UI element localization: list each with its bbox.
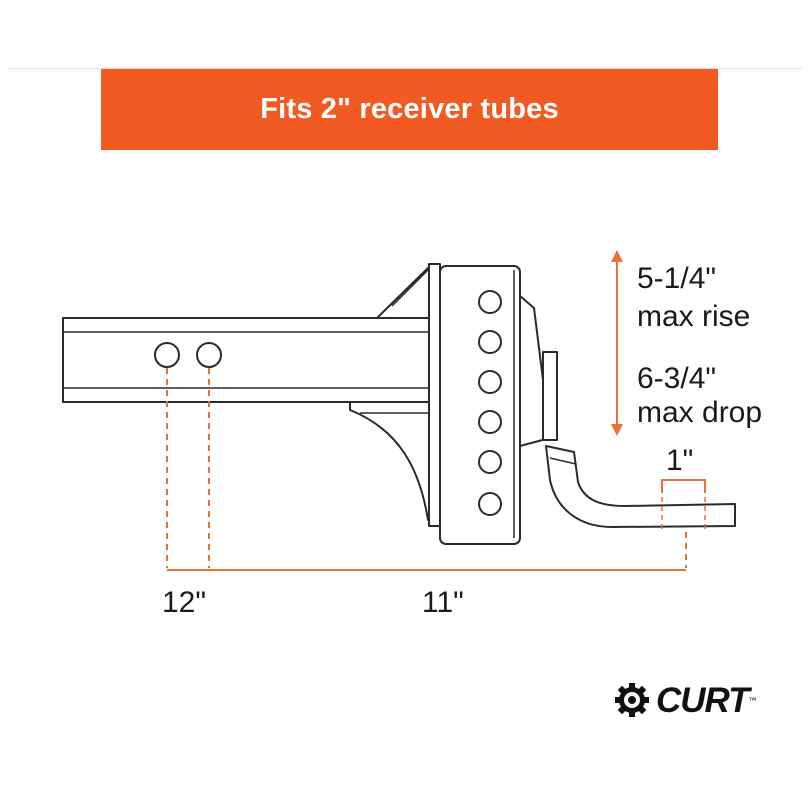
brand-logo: CURT ™ (614, 682, 757, 718)
adjust-hole (478, 370, 502, 394)
drop-value: 6-3/4" (637, 362, 717, 395)
adjust-hole (478, 450, 502, 474)
shank-tube (62, 317, 439, 403)
drop-text: max drop (637, 396, 763, 429)
dimension-lines (166, 250, 706, 571)
top-divider (8, 68, 802, 69)
adjust-hole (478, 290, 502, 314)
bracket-clamp (542, 351, 558, 441)
adjust-hole (478, 410, 502, 434)
shank-length-label: 12" (162, 586, 207, 619)
arrow-up-icon (611, 250, 623, 262)
rise-value: 5-1/4" (637, 262, 717, 295)
header-banner: Fits 2" receiver tubes (101, 69, 718, 150)
brand-wordmark: CURT (656, 680, 750, 720)
reach-length-label: 11" (422, 586, 464, 619)
trademark-symbol: ™ (748, 695, 757, 705)
side-plate (428, 263, 441, 527)
lower-gusset (349, 401, 439, 521)
ball-mount-drawing (62, 263, 736, 545)
adjust-hole (478, 330, 502, 354)
banner-title: Fits 2" receiver tubes (260, 93, 559, 125)
ball-hole-bracket (661, 479, 706, 493)
ball-platform-arm (545, 445, 736, 528)
ball-hole-label: 1" (666, 444, 694, 477)
rise-text: max rise (637, 300, 751, 333)
arrow-down-icon (611, 424, 623, 436)
pin-hole (154, 342, 180, 368)
pin-hole (196, 342, 222, 368)
adjust-hole (478, 492, 502, 516)
curt-gear-icon (615, 683, 649, 717)
